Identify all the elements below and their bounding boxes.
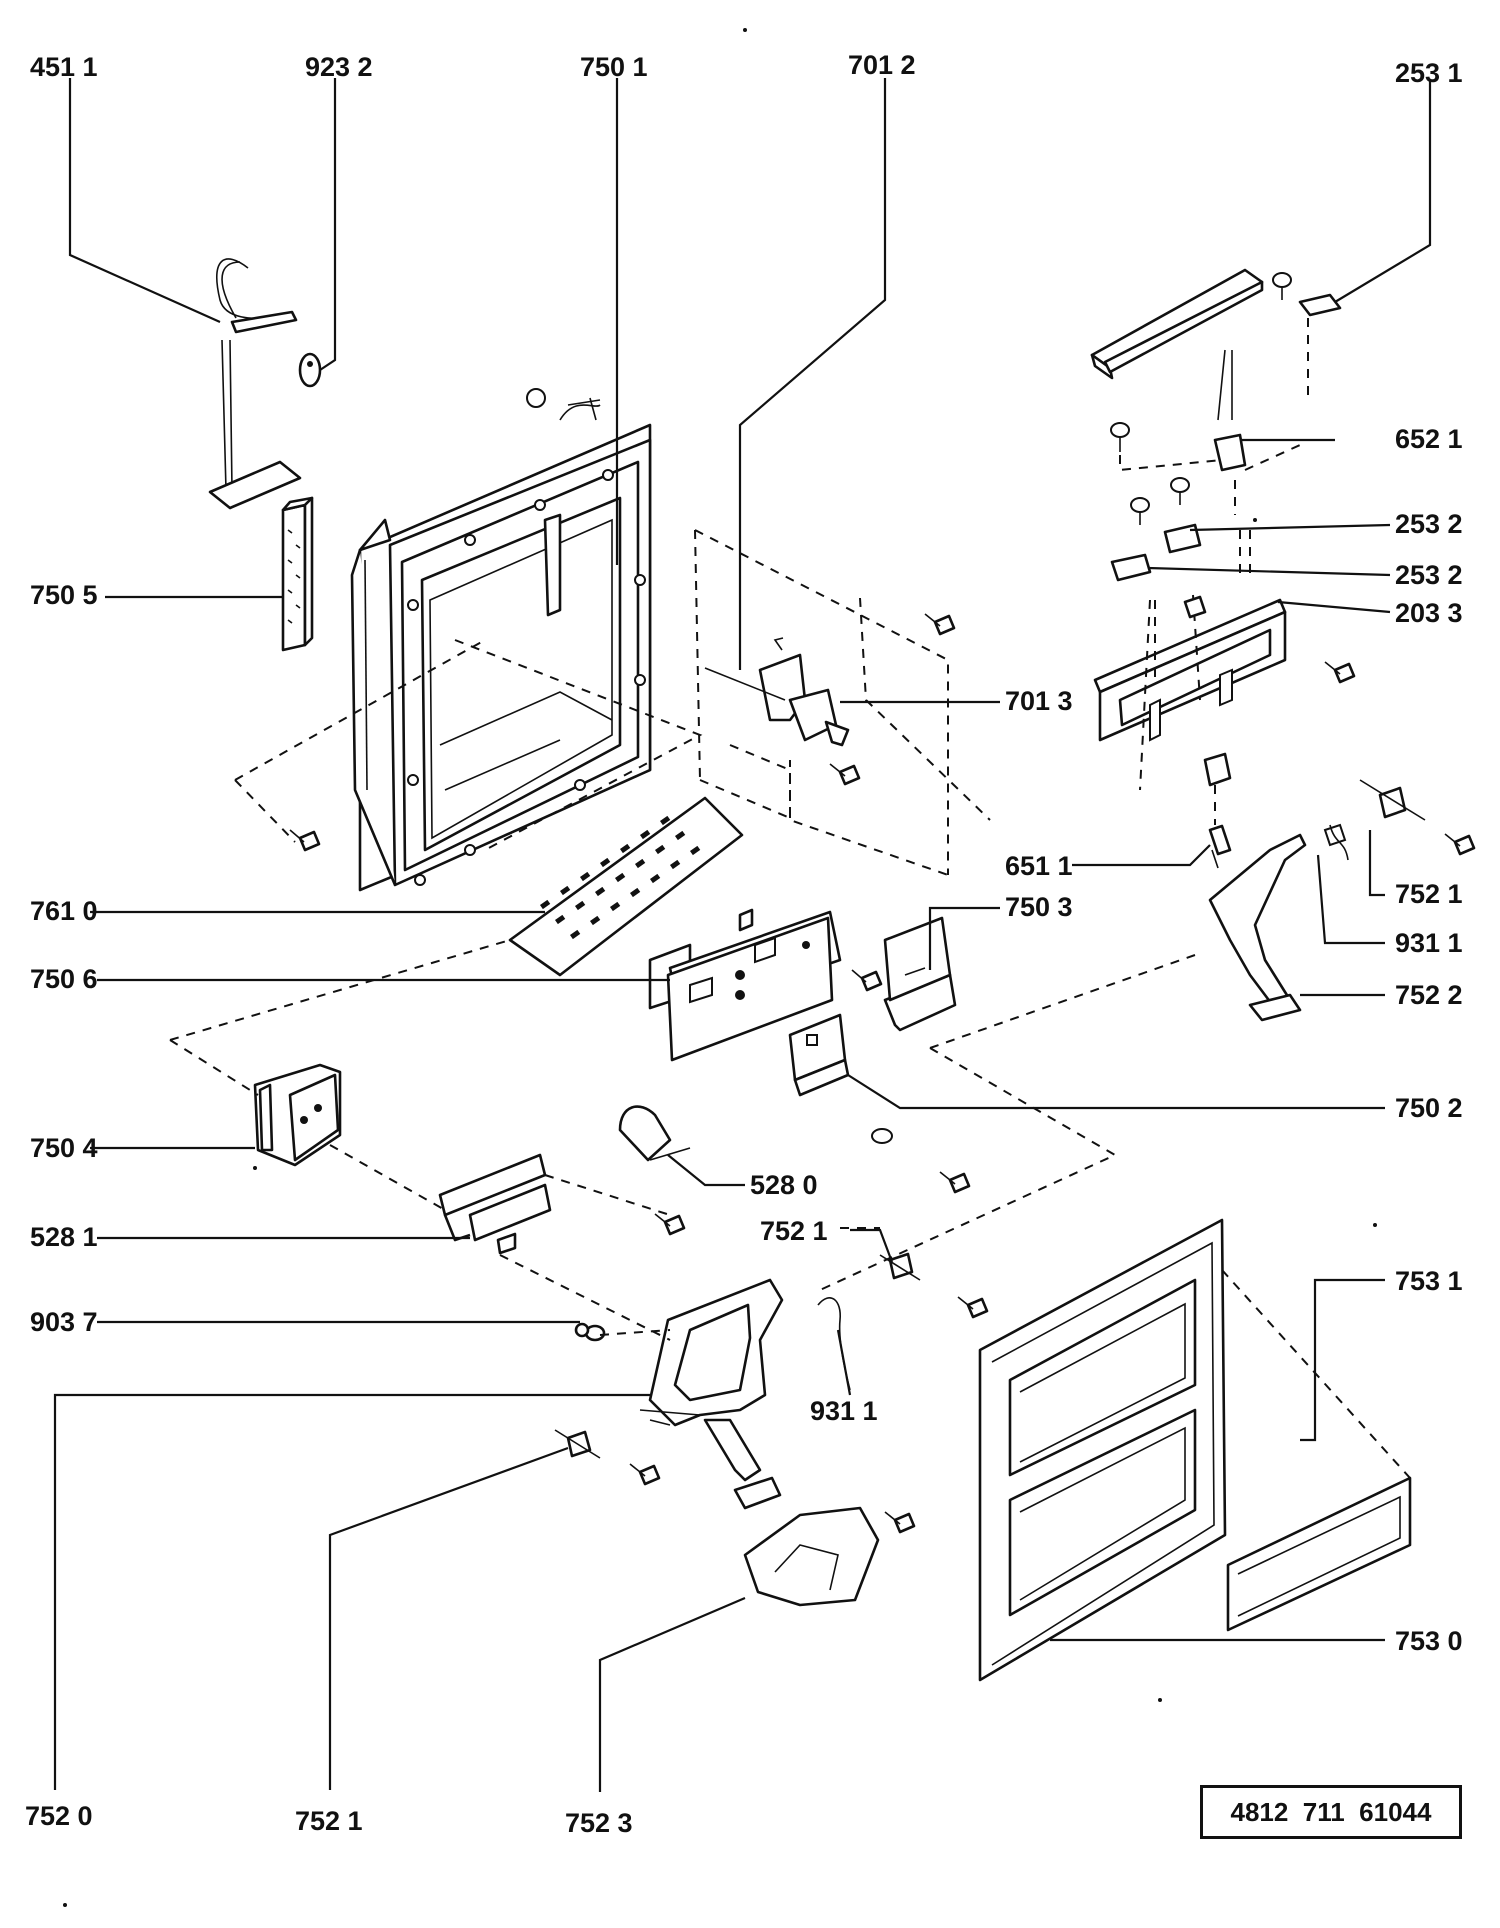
screws: [289, 272, 1476, 1534]
part-253-2-switch-upper: [1163, 523, 1251, 580]
part-253-2-switch-lower: [1110, 553, 1152, 582]
part-750-4-lamp-cover: [253, 1063, 342, 1167]
part-752-1-hinge-pin-center: [879, 1252, 921, 1281]
callout-750-3: 750 3: [1005, 892, 1073, 922]
part-752-3-lamp-shade: [743, 1506, 880, 1607]
callout-253-2-lower: 253 2: [1395, 560, 1463, 590]
callout-651-1: 651 1: [1005, 851, 1073, 881]
part-752-0-door-hinge-lower: [639, 1278, 784, 1510]
part-651-1-bulb: [1208, 824, 1232, 869]
callout-903-7: 903 7: [30, 1307, 98, 1337]
part-752-2-door-hinge-right: [1208, 823, 1347, 1022]
callout-labels: 451 1 923 2 750 1 701 2 253 1 652 1 253 …: [25, 50, 1463, 1838]
callout-528-0: 528 0: [750, 1170, 818, 1200]
part-528-0-lamp-reflector: [618, 1105, 691, 1162]
callout-750-6: 750 6: [30, 964, 98, 994]
callout-753-1: 753 1: [1395, 1266, 1463, 1296]
part-750-2-bracket-plate: [788, 1013, 850, 1097]
part-931-1-spring-center: [817, 1297, 851, 1391]
callout-203-3: 203 3: [1395, 598, 1463, 628]
callout-750-4: 750 4: [30, 1133, 98, 1163]
callout-253-1: 253 1: [1395, 58, 1463, 88]
callout-752-0: 752 0: [25, 1801, 93, 1831]
callout-752-1-center: 752 1: [760, 1216, 828, 1246]
part-752-1-hinge-pin-left: [554, 1429, 601, 1459]
part-750-3-bracket-plate: [883, 916, 957, 1032]
callout-931-1-right: 931 1: [1395, 928, 1463, 958]
part-652-1-lamp-holder: [1119, 349, 1301, 515]
part-203-3-switch-bracket: [1093, 594, 1287, 825]
callout-753-0: 753 0: [1395, 1626, 1463, 1656]
assembly-dashed-lines: [169, 639, 1411, 1479]
callout-752-1-right: 752 1: [1395, 879, 1463, 909]
part-253-1-lamp-socket: [1298, 293, 1342, 395]
part-753-0-door-panel: [978, 1218, 1227, 1682]
callout-752-1-left: 752 1: [295, 1806, 363, 1836]
callout-528-1: 528 1: [30, 1222, 98, 1252]
callout-750-1: 750 1: [580, 52, 648, 82]
part-701-3-thermostat: [704, 637, 850, 747]
callout-752-3: 752 3: [565, 1808, 633, 1838]
callout-451-1: 451 1: [30, 52, 98, 82]
callout-701-3: 701 3: [1005, 686, 1073, 716]
part-top-rail: [1090, 268, 1264, 380]
part-752-1-hinge-pin-right: [1359, 779, 1426, 821]
callout-750-5: 750 5: [30, 580, 98, 610]
callout-701-2: 701 2: [848, 50, 916, 80]
part-528-1-lamp-bracket: [438, 1153, 552, 1255]
part-750-1-housing: [350, 388, 652, 892]
part-750-6-control-panel: [648, 908, 842, 1062]
callout-752-2: 752 2: [1395, 980, 1463, 1010]
part-931-1-spring-right: [1329, 824, 1349, 861]
scan-specks: [63, 28, 1377, 1907]
part-750-5-insulation-strip: [281, 496, 314, 652]
callout-761-0: 761 0: [30, 896, 98, 926]
callout-652-1: 652 1: [1395, 424, 1463, 454]
callout-931-1-center: 931 1: [810, 1396, 878, 1426]
document-number: 4812 711 61044: [1230, 1796, 1432, 1827]
part-923-2-clip: [298, 352, 322, 388]
callout-923-2: 923 2: [305, 52, 373, 82]
callout-253-2-upper: 253 2: [1395, 509, 1463, 539]
part-451-1-sensor-tube: [208, 258, 302, 510]
leader-lines: [53, 78, 1432, 1792]
thermostat-assembly-outline: [694, 529, 991, 876]
part-903-7-cable-clip: [574, 1322, 606, 1342]
part-753-1-door-gasket: [1226, 1476, 1412, 1632]
part-761-0-grille: [508, 796, 744, 977]
callout-750-2: 750 2: [1395, 1093, 1463, 1123]
document-number-box: 4812 711 61044: [1200, 1785, 1462, 1839]
